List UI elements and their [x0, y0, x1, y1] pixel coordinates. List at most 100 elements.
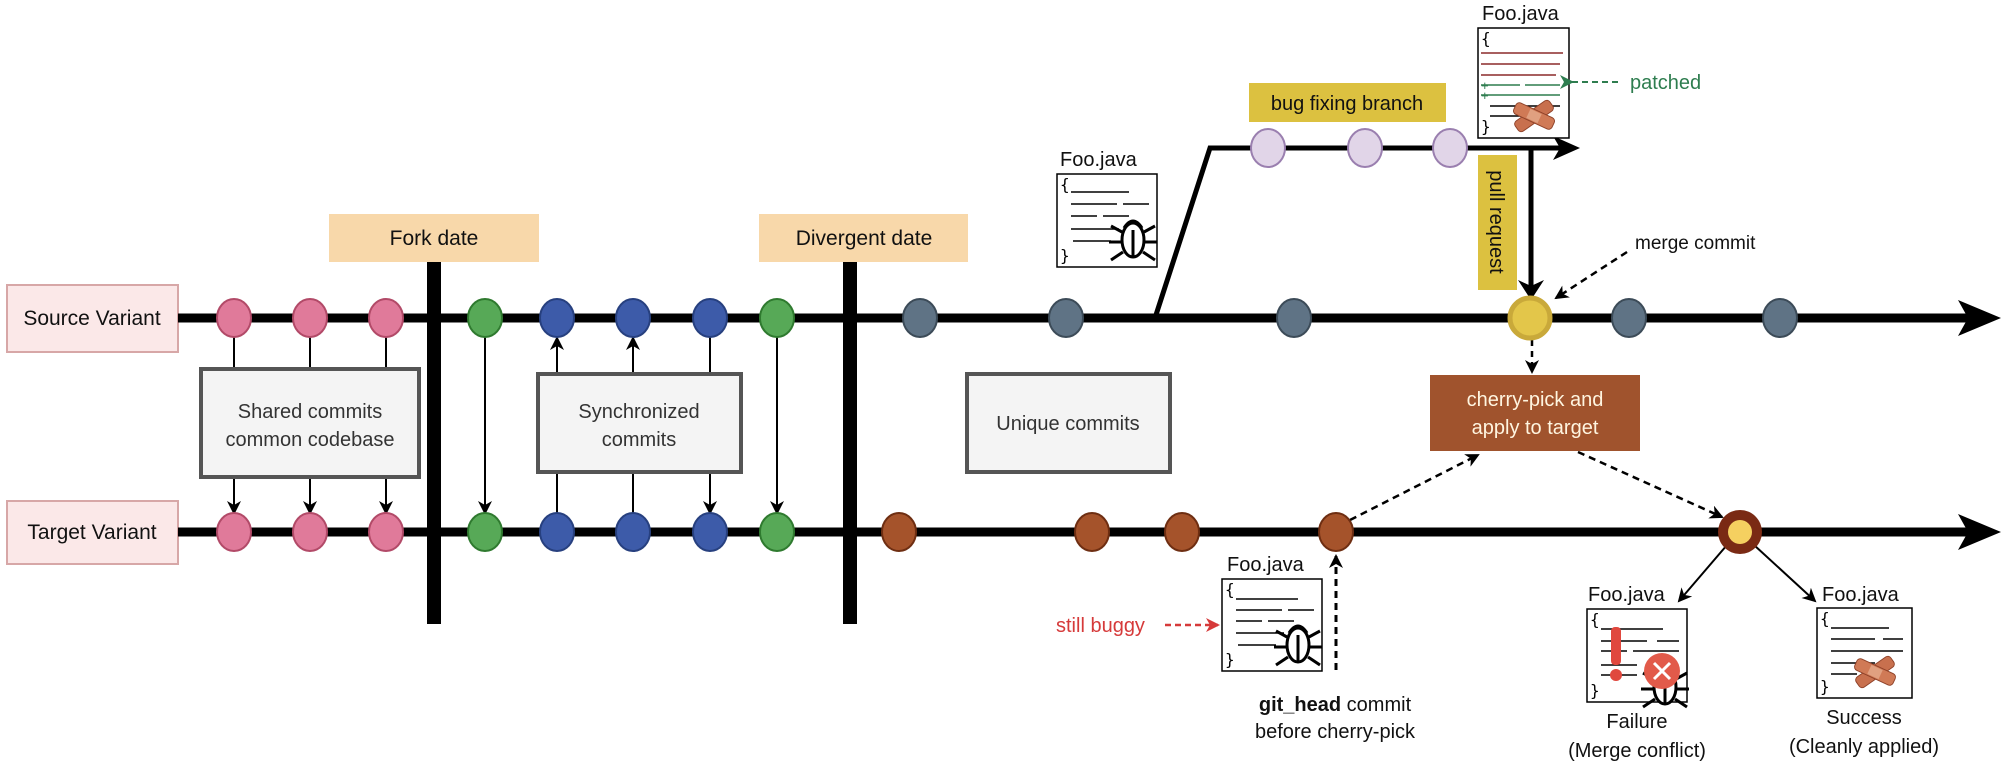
target-commit-shared [368, 512, 404, 552]
merge-commit-pointer [1554, 250, 1628, 300]
bug-icon [1109, 219, 1157, 262]
open-brace: { [1481, 29, 1491, 48]
source-commit-shared [368, 298, 404, 338]
error-x-icon [1644, 653, 1680, 689]
cherry-pick-result-core [1728, 520, 1752, 544]
shared-connectors [227, 336, 393, 515]
foo-java-title-success: Foo.java [1822, 584, 1900, 606]
document-page [1056, 173, 1158, 268]
shared-box-line2: common codebase [226, 429, 395, 451]
target-commit-sync [467, 512, 503, 552]
bugfix-label-text: bug fixing branch [1271, 93, 1423, 115]
target-commit-sync-blue [539, 512, 575, 552]
fork-date-label: Fork date [329, 214, 539, 262]
source-commit-unique-source [1276, 298, 1312, 338]
fork-date-text: Fork date [390, 227, 479, 250]
target-commit-sync-blue [615, 512, 651, 552]
foo-java-success: {} [1816, 607, 1913, 699]
target-commit-unique-target [881, 512, 917, 552]
source-commit-unique-source [902, 298, 938, 338]
success-subtitle: (Cleanly applied) [1789, 736, 1939, 758]
plus-marker: + [1481, 78, 1489, 93]
sync-connectors [478, 336, 784, 515]
bug-icon [1274, 624, 1322, 667]
foo-java-buggy-source: {} [1056, 173, 1158, 268]
exclamation-icon [1610, 627, 1622, 681]
result-to-success-arrow [1753, 544, 1817, 603]
cherry-pick-box: cherry-pick and apply to target [1430, 375, 1640, 451]
source-timeline-arrowhead [1958, 300, 2001, 336]
pull-request-label: pull request [1478, 155, 1517, 290]
source-commit-unique-source [1048, 298, 1084, 338]
githead-bold: git_head [1259, 694, 1341, 716]
shared-commits-box: Shared commits common codebase [199, 367, 421, 479]
source-variant-text: Source Variant [23, 307, 161, 330]
source-commit-unique-source [1762, 298, 1798, 338]
failure-title: Failure [1606, 711, 1667, 733]
source-commit-sync [759, 298, 795, 338]
cherry-pick-line2: apply to target [1472, 417, 1599, 439]
unique-commits-box: Unique commits [965, 372, 1172, 474]
target-variant-text: Target Variant [27, 521, 156, 544]
target-commit-shared [216, 512, 252, 552]
foo-java-patched: {} ++ [1477, 27, 1570, 139]
merge-commit-label: merge commit [1635, 233, 1756, 254]
result-to-failure-arrow [1677, 544, 1728, 603]
close-brace: } [1481, 117, 1491, 136]
open-brace: { [1060, 175, 1070, 194]
close-brace: } [1225, 650, 1235, 669]
target-commit-sync-blue [692, 512, 728, 552]
commit-layer [216, 128, 1798, 554]
target-commit-unique-target [1318, 512, 1354, 552]
bugfix-branch-label: bug fixing branch [1249, 83, 1446, 122]
foo-java-buggy-target: {} [1221, 578, 1323, 672]
pull-request-arrowhead [1518, 280, 1544, 300]
close-brace: } [1060, 246, 1070, 265]
source-variant-label: Source Variant [6, 284, 179, 353]
githead-caption-line1: git_head commit [1259, 694, 1412, 716]
sync-box-line2: commits [602, 429, 676, 451]
open-brace: { [1590, 610, 1600, 629]
cherry-pick-line1: cherry-pick and [1467, 389, 1604, 411]
patched-label: patched [1630, 72, 1701, 94]
divergent-date-label: Divergent date [759, 214, 968, 262]
success-title: Success [1826, 707, 1902, 729]
target-commit-sync [759, 512, 795, 552]
foo-java-failure: {} [1586, 608, 1689, 709]
open-brace: { [1225, 580, 1235, 599]
shared-box-line1: Shared commits [238, 401, 383, 423]
pull-request-text: pull request [1485, 170, 1507, 274]
close-brace: } [1820, 677, 1830, 696]
synchronized-commits-box: Synchronized commits [536, 372, 743, 474]
merge-commit-node [1507, 295, 1553, 341]
bandage-icon [1513, 99, 1555, 133]
target-commit-unique-target [1164, 512, 1200, 552]
target-commit-unique-target [1074, 512, 1110, 552]
still-buggy-label: still buggy [1056, 615, 1145, 637]
branch-commit-bugfix [1347, 128, 1383, 168]
foo-java-title-failure: Foo.java [1588, 584, 1666, 606]
target-commit-shared [292, 512, 328, 552]
unique-box-text: Unique commits [996, 413, 1139, 435]
open-brace: { [1820, 609, 1830, 628]
source-commit-sync [467, 298, 503, 338]
sync-box-line1: Synchronized [578, 401, 699, 423]
bandage-icon [1854, 655, 1896, 689]
divergent-date-text: Divergent date [796, 227, 933, 250]
githead-to-cherrypick-arrow [1349, 453, 1480, 522]
close-brace: } [1590, 681, 1600, 700]
githead-caption-line2: before cherry-pick [1255, 721, 1416, 743]
branch-commit-bugfix [1250, 128, 1286, 168]
source-commit-sync-blue [692, 298, 728, 338]
plus-marker: + [1481, 88, 1489, 103]
source-commit-shared [216, 298, 252, 338]
failure-subtitle: (Merge conflict) [1568, 740, 1706, 762]
foo-java-title-patched: Foo.java [1482, 3, 1560, 25]
bugfix-branch-arrowhead [1553, 136, 1580, 160]
target-variant-label: Target Variant [6, 500, 179, 565]
source-commit-sync-blue [615, 298, 651, 338]
foo-java-title-source: Foo.java [1060, 149, 1138, 171]
cherrypick-to-result-arrow [1577, 450, 1724, 519]
source-commit-unique-source [1611, 298, 1647, 338]
